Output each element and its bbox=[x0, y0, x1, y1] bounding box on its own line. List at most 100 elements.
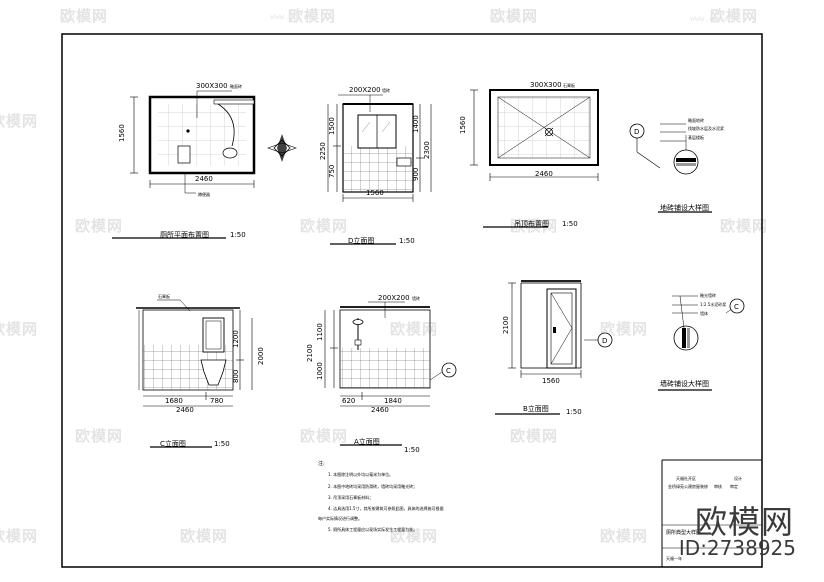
detail-note: 墙体 bbox=[700, 310, 708, 316]
detail-note: 1:2.5水泥砂浆 bbox=[700, 301, 726, 307]
watermark: 欧模网 bbox=[180, 527, 229, 545]
dim-right-bottom: 900 bbox=[412, 168, 420, 181]
tile-note-suffix: 石膏板 bbox=[563, 82, 575, 88]
mirror bbox=[202, 317, 225, 353]
company-line: 金桥绿苑公建房屋装修 bbox=[668, 483, 708, 489]
tile-note: 300X300 bbox=[196, 82, 228, 90]
note-item: 3. 吊顶采用石膏板材料； bbox=[328, 494, 373, 500]
notes-heading: 注: bbox=[318, 460, 325, 467]
elev-c-view bbox=[136, 299, 253, 448]
floor-drain bbox=[186, 129, 190, 133]
ceiling-view bbox=[470, 89, 599, 228]
note-item: 每户实际情况进行调整。 bbox=[318, 515, 362, 521]
detail-marker-circle bbox=[441, 362, 457, 378]
watermark: 欧模网 bbox=[0, 527, 39, 545]
tile-note: 300X300 bbox=[530, 81, 562, 89]
view-scale: 1:50 bbox=[562, 220, 578, 228]
detail-marker-circle bbox=[729, 298, 745, 314]
watermark-url: www.om.cn bbox=[490, 14, 534, 23]
basin bbox=[396, 157, 412, 167]
drawing-name: 厕所典型大样图 bbox=[666, 529, 701, 536]
watermark: 欧模网 bbox=[600, 320, 649, 338]
door-leaf bbox=[213, 99, 255, 105]
view-scale: 1:50 bbox=[214, 440, 230, 448]
watermark-url: www.om.cn bbox=[690, 14, 734, 23]
watermark: 欧模网 bbox=[75, 427, 124, 445]
detail-note: 基层楼板 bbox=[688, 134, 704, 140]
dim-right-top: 1400 bbox=[412, 115, 420, 133]
watermark: 欧模网 bbox=[600, 527, 649, 545]
dim-width: 2460 bbox=[371, 406, 389, 414]
dim-right-total: 2300 bbox=[423, 141, 431, 159]
dim-right: 780 bbox=[210, 397, 223, 405]
watermark: 欧模网 bbox=[510, 217, 559, 235]
detail-marker: C bbox=[446, 367, 451, 375]
dim-left-bottom: 750 bbox=[328, 165, 336, 178]
fixture-note: 蹲便器 bbox=[198, 191, 210, 197]
note-item: 5. 厕所具体工程量应以现场实际发生工程量为准。 bbox=[328, 526, 417, 532]
watermark-url: www.om.cn bbox=[270, 12, 314, 21]
elev-b-view bbox=[495, 280, 613, 415]
note-item: 1. 本图除注明以外均以毫米为单位。 bbox=[328, 471, 393, 477]
view-title: C立面图 bbox=[160, 439, 186, 448]
design-label: 设计 bbox=[734, 475, 742, 481]
detail-marker: C bbox=[734, 303, 739, 311]
dim-left-total: 2250 bbox=[319, 142, 327, 160]
title-block bbox=[661, 459, 762, 567]
watermark: 欧模网 bbox=[0, 320, 39, 338]
compass-icon bbox=[267, 134, 297, 162]
dim-total: 2000 bbox=[257, 347, 265, 365]
tile-note: 200X200 bbox=[349, 86, 381, 94]
dim-width: 2460 bbox=[535, 170, 553, 178]
watermark: 欧模网 bbox=[300, 217, 349, 235]
watermark: 欧模网 bbox=[720, 217, 769, 235]
detail-marker: D bbox=[602, 337, 607, 345]
detail-marker: D bbox=[634, 128, 639, 136]
dim-left-top: 1500 bbox=[328, 117, 336, 135]
review-label: 审定 bbox=[730, 483, 738, 489]
detail-note: 釉光墙砖 bbox=[700, 292, 716, 298]
watermark: 欧模网 bbox=[710, 7, 759, 25]
dim-width: 2460 bbox=[195, 175, 213, 183]
dim-top: 1100 bbox=[316, 323, 324, 341]
wall-tiles bbox=[340, 348, 430, 388]
wall-detail-view bbox=[658, 295, 745, 391]
title-block-footer: 天福一年 bbox=[666, 555, 682, 561]
dim-height: 2100 bbox=[502, 316, 510, 334]
watermark: 欧模网 bbox=[300, 427, 349, 445]
elev-d-view bbox=[327, 94, 432, 245]
dim-mirror: 1200 bbox=[232, 330, 240, 348]
view-title: A立面图 bbox=[354, 437, 380, 446]
dim-height: 1560 bbox=[459, 116, 467, 134]
check-label: 审核 bbox=[714, 483, 722, 489]
floor-detail-view bbox=[629, 123, 712, 213]
sheet-border bbox=[61, 33, 763, 568]
basin-pedestal bbox=[200, 359, 227, 386]
watermark: 欧模网 bbox=[490, 7, 539, 25]
view-title: 厕所平面布置图 bbox=[160, 230, 209, 239]
note-item: 4. 洁具选用1.5寸，其所按建筑可参照此图，具体的选择施可根据 bbox=[328, 505, 443, 511]
dim-basin: 800 bbox=[232, 370, 240, 383]
dim-bottom: 1000 bbox=[316, 362, 324, 380]
watermark: 欧模网 bbox=[0, 112, 39, 130]
view-title: D立面图 bbox=[348, 236, 374, 245]
brand-logo: 欧模网 bbox=[694, 503, 794, 541]
dim-total: 2100 bbox=[306, 344, 314, 362]
squat-toilet-symbol bbox=[177, 145, 191, 164]
watermark: 欧模网 bbox=[390, 320, 439, 338]
view-title: B立面图 bbox=[523, 404, 549, 413]
view-scale: 1:50 bbox=[404, 446, 420, 454]
ceiling-note: 石膏板 bbox=[158, 293, 170, 299]
brand-id: ID:2738925 bbox=[678, 536, 796, 560]
dim-width: 1560 bbox=[542, 377, 560, 385]
elev-a-view bbox=[324, 301, 457, 446]
view-scale: 1:50 bbox=[566, 408, 582, 416]
tile-note-suffix: 釉面砖 bbox=[230, 83, 242, 89]
view-scale: 1:50 bbox=[399, 237, 415, 245]
dim-width: 2460 bbox=[176, 406, 194, 414]
dim-left: 1680 bbox=[165, 397, 183, 405]
shower-icon bbox=[352, 318, 364, 350]
watermark: 欧模网 bbox=[288, 7, 337, 25]
dim-width: 1560 bbox=[366, 189, 384, 197]
